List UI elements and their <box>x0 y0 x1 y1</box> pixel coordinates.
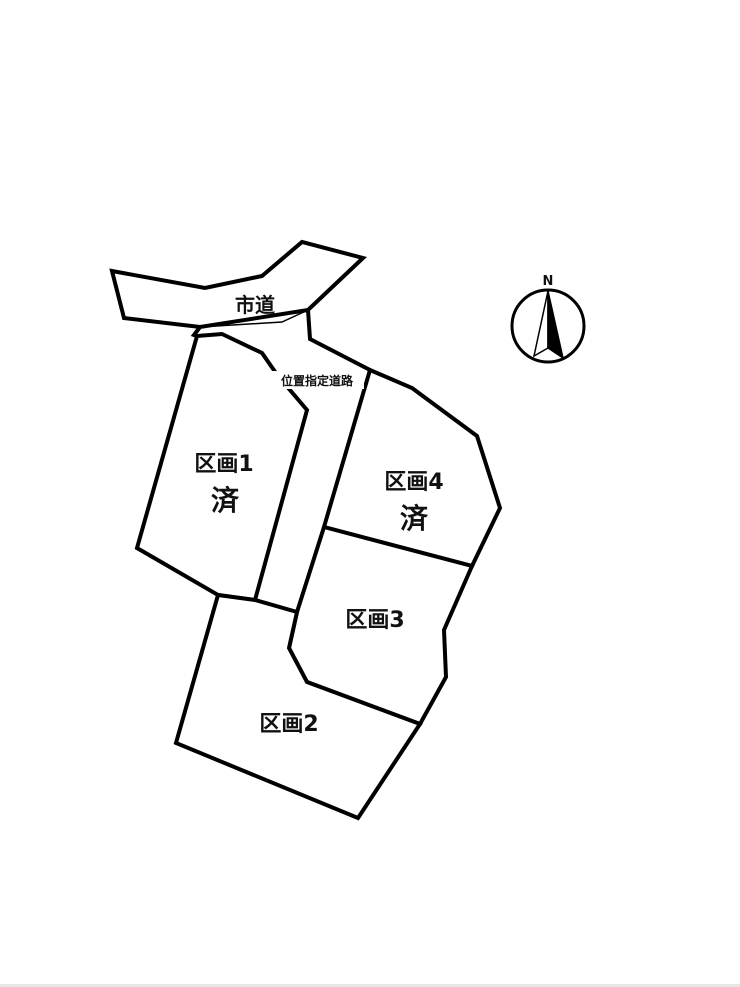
private-road <box>306 309 371 372</box>
city-road <box>109 239 367 330</box>
bottom-divider <box>0 984 740 987</box>
lot-3-label: 区画3 <box>345 608 404 633</box>
city-road-label: 市道 <box>235 293 275 317</box>
private-road-label-bg <box>272 371 364 389</box>
compass-north-label: N <box>543 274 554 289</box>
road-junction <box>190 325 202 338</box>
north-compass-icon: N <box>510 274 586 364</box>
lot-1-label: 区画1 <box>194 452 253 477</box>
private-road-label: 位置指定道路 <box>281 373 354 388</box>
lot-2-parcel[interactable] <box>173 592 424 821</box>
lot-4-label: 区画4 <box>384 470 443 495</box>
lot-4-status: 済 <box>400 502 429 535</box>
lot-1-status: 済 <box>211 484 240 517</box>
lot-1-parcel[interactable] <box>134 331 310 603</box>
lot-2-label: 区画2 <box>259 712 318 737</box>
